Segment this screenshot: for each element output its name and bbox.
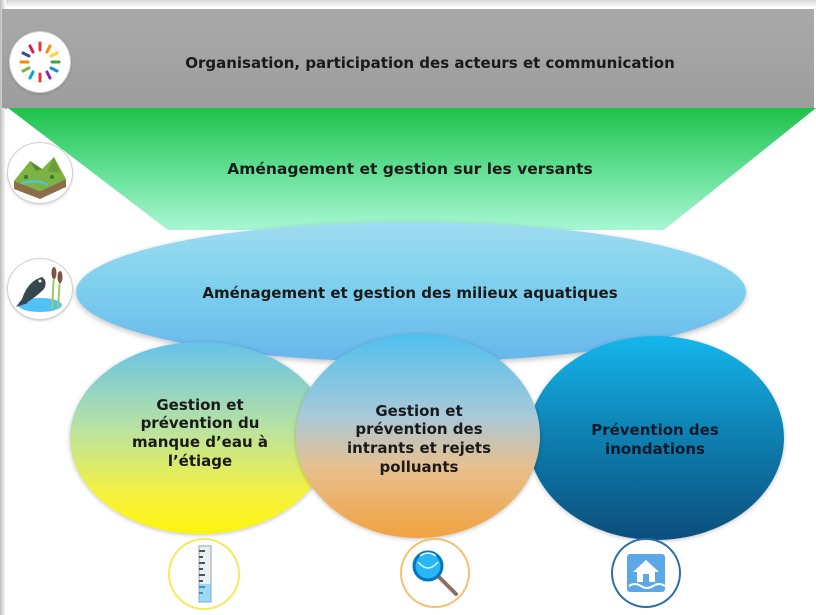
- people-circle-icon: [10, 32, 70, 92]
- aquatic-label: Aménagement et gestion des milieux aquat…: [202, 284, 618, 302]
- flooded-house-icon: [613, 540, 679, 606]
- funnel-label: Aménagement et gestion sur les versants: [227, 160, 593, 178]
- sampling-net-icon: [402, 540, 468, 606]
- top-band-label: Organisation, participation des acteurs …: [185, 54, 675, 72]
- terrain-icon: [8, 143, 72, 203]
- top-band: [2, 9, 814, 109]
- circle-low-water-label: Gestion et prévention du manque d’eau à …: [132, 395, 268, 470]
- circle-pollution-label: Gestion et prévention des intrants et re…: [346, 401, 492, 476]
- water-gauge-icon: [170, 540, 238, 608]
- circle-flood: [528, 336, 784, 540]
- funnel-versants: [8, 108, 816, 230]
- frame-shadow-top: [0, 0, 816, 8]
- fish-reeds-icon: [8, 259, 72, 319]
- circle-pollution: [296, 334, 540, 538]
- frame-shadow-left: [0, 0, 6, 615]
- circle-low-water: [70, 342, 330, 534]
- circle-flood-label: Prévention des inondations: [591, 421, 719, 458]
